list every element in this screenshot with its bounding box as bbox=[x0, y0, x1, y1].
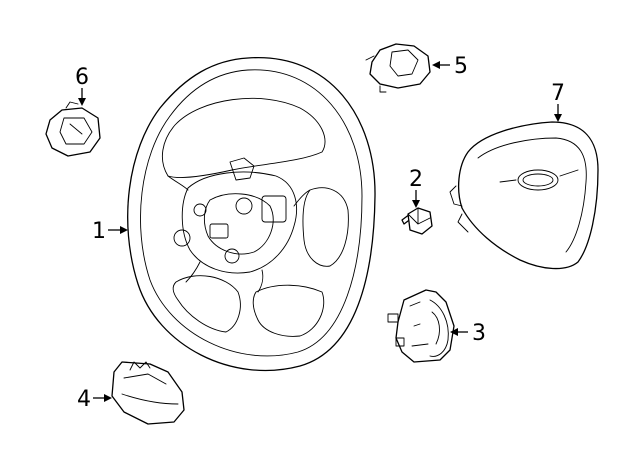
svg-text:4: 4 bbox=[77, 387, 91, 412]
clockspring bbox=[365, 43, 431, 93]
callout-6: 6 bbox=[75, 65, 89, 106]
callout-3: 3 bbox=[450, 321, 486, 346]
left-switch bbox=[111, 361, 185, 425]
callout-1: 1 bbox=[92, 219, 128, 244]
svg-text:3: 3 bbox=[472, 321, 486, 346]
callout-2: 2 bbox=[409, 167, 423, 208]
svg-text:2: 2 bbox=[409, 167, 423, 192]
bolt bbox=[401, 207, 433, 235]
control-module bbox=[45, 101, 101, 157]
svg-text:1: 1 bbox=[92, 219, 106, 244]
callout-4: 4 bbox=[77, 387, 112, 412]
right-switch-assembly bbox=[387, 289, 455, 363]
airbag-module bbox=[449, 121, 599, 270]
callout-5: 5 bbox=[432, 54, 468, 79]
callout-7: 7 bbox=[551, 81, 565, 122]
svg-text:5: 5 bbox=[454, 54, 468, 79]
svg-text:7: 7 bbox=[551, 81, 565, 106]
steering-wheel bbox=[127, 57, 376, 371]
svg-text:6: 6 bbox=[75, 65, 89, 90]
